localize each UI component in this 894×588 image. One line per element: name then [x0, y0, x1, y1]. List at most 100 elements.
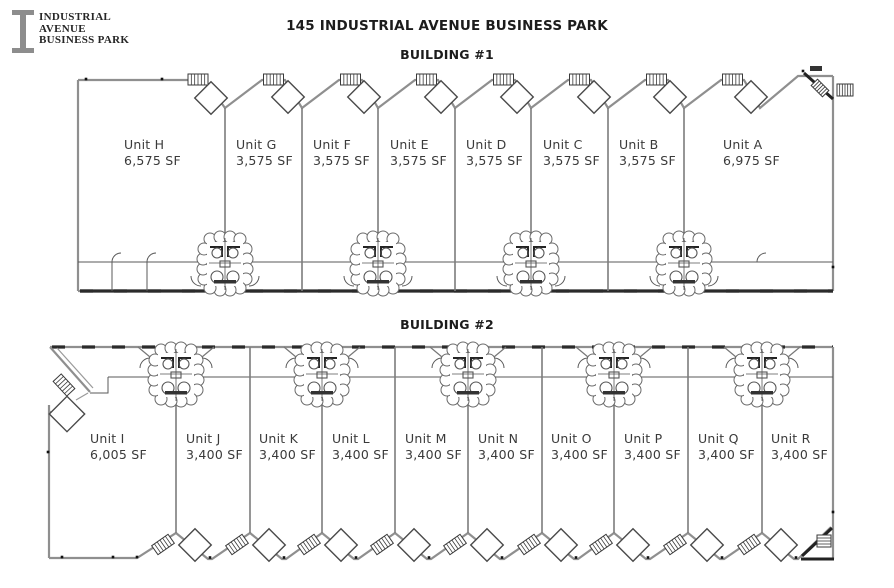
door-diamond-icon — [652, 79, 688, 115]
unit-name: Unit B — [619, 137, 659, 152]
dock-hatch-icon — [493, 73, 514, 86]
left-angled-wall-inner — [56, 347, 94, 389]
wall — [575, 346, 589, 358]
door-swing-arc — [248, 275, 260, 287]
dock-hatch-icon — [340, 73, 361, 86]
unit-name: Unit O — [551, 431, 592, 446]
wall-dot — [135, 555, 139, 559]
door-diamond-icon — [576, 79, 612, 115]
door-diamond-icon — [177, 527, 213, 563]
restroom-cluster — [293, 341, 351, 408]
unit-name: Unit N — [478, 431, 519, 446]
dock-hatch-icon — [187, 73, 209, 86]
wall-dot — [646, 556, 650, 559]
door-swing-arc — [190, 275, 202, 287]
unit-area: 3,400 SF — [259, 446, 316, 462]
unit-label: Unit P 3,400 SF — [624, 431, 681, 462]
dock-hatch-icon — [588, 533, 614, 556]
door-diamond-icon — [543, 527, 579, 563]
wall-dot — [500, 556, 504, 559]
unit-label: Unit L 3,400 SF — [332, 431, 389, 462]
logo-line-3: BUSINESS PARK — [39, 34, 130, 46]
door-diamond-icon — [346, 79, 382, 115]
unit-area: 3,400 SF — [551, 446, 608, 462]
door-swing-arc — [343, 275, 355, 287]
door-diamond-icon — [689, 527, 725, 563]
restroom-cluster — [147, 341, 205, 408]
unit-name: Unit R — [771, 431, 811, 446]
door-diamond-icon — [193, 80, 229, 116]
dock-hatch-icon — [736, 533, 762, 556]
unit-label: Unit I 6,005 SF — [90, 431, 147, 462]
dock-hatch-icon — [296, 533, 322, 556]
dock-hatch-icon — [369, 533, 395, 556]
door-swing-arc — [285, 357, 297, 369]
wall — [347, 346, 361, 358]
wall — [787, 346, 801, 358]
unit-label: Unit G 3,575 SF — [236, 137, 293, 168]
unit-area: 3,575 SF — [313, 152, 370, 168]
door-diamond-icon — [251, 527, 287, 563]
wall-dot — [354, 556, 358, 559]
unit-label: Unit J 3,400 SF — [186, 431, 243, 462]
unit-area: 3,575 SF — [390, 152, 447, 168]
restroom-cluster — [733, 341, 791, 408]
unit-label: Unit E 3,575 SF — [390, 137, 447, 168]
dock-hatch-icon — [263, 73, 284, 86]
door-diamond-icon — [469, 527, 505, 563]
restroom-cluster — [655, 230, 713, 297]
door-swing-arc — [431, 357, 443, 369]
door-swing-arc — [756, 252, 767, 263]
dock-hatch-icon — [569, 73, 590, 86]
unit-name: Unit F — [313, 137, 352, 152]
restroom-cluster — [196, 230, 254, 297]
unit-label: Unit M 3,400 SF — [405, 431, 462, 462]
corner-canopy — [810, 66, 822, 71]
dock-hatch-icon — [662, 533, 688, 556]
unit-label: Unit D 3,575 SF — [466, 137, 523, 168]
door-diamond-icon — [499, 79, 535, 115]
unit-area: 3,400 SF — [771, 446, 828, 462]
door-swing-arc — [201, 357, 213, 369]
restroom-cluster — [585, 341, 643, 408]
door-diamond-icon — [733, 79, 769, 115]
restroom-cluster — [349, 230, 407, 297]
unit-label: Unit O 3,400 SF — [551, 431, 608, 462]
page-title: 145 INDUSTRIAL AVENUE BUSINESS PARK — [286, 18, 608, 34]
door-swing-arc — [725, 357, 737, 369]
door-diamond-icon — [48, 395, 86, 433]
unit-name: Unit L — [332, 431, 370, 446]
wall-dot — [84, 77, 88, 81]
unit-area: 3,400 SF — [624, 446, 681, 462]
unit-area: 6,005 SF — [90, 446, 147, 462]
unit-name: Unit D — [466, 137, 507, 152]
wall — [429, 346, 443, 358]
dock-hatch-icon — [722, 73, 743, 86]
unit-area: 3,400 SF — [478, 446, 535, 462]
unit-name: Unit E — [390, 137, 429, 152]
door-swing-arc — [649, 275, 661, 287]
building2-label: BUILDING #2 — [400, 317, 494, 332]
company-logo-text: INDUSTRIAL AVENUE BUSINESS PARK — [39, 10, 129, 47]
door-swing-arc — [787, 357, 799, 369]
unit-label: Unit B 3,575 SF — [619, 137, 676, 168]
door-diamond-icon — [270, 79, 306, 115]
door-swing-arc — [111, 252, 122, 263]
unit-area: 3,400 SF — [698, 446, 755, 462]
wall-dot — [794, 556, 798, 559]
unit-label: Unit R 3,400 SF — [771, 431, 828, 462]
unit-name: Unit I — [90, 431, 125, 446]
dock-hatch-icon — [224, 533, 250, 556]
unit-name: Unit K — [259, 431, 299, 446]
wall-dot — [111, 555, 115, 559]
unit-label: Unit F 3,575 SF — [313, 137, 370, 168]
unit-area: 3,575 SF — [543, 152, 600, 168]
dock-hatch-icon — [416, 73, 437, 86]
wall — [201, 346, 215, 358]
unit-area: 3,575 SF — [619, 152, 676, 168]
restroom-cluster — [439, 341, 497, 408]
unit-area: 6,975 SF — [723, 152, 780, 168]
door-swing-arc — [146, 252, 157, 263]
unit-area: 3,400 SF — [332, 446, 389, 462]
